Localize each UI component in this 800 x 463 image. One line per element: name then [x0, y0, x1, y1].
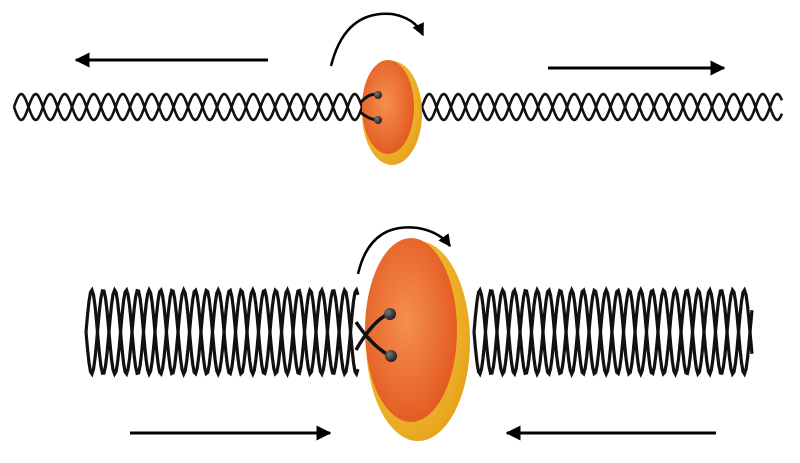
top-bead-upper	[374, 91, 382, 99]
top-left-dna-helix	[12, 92, 364, 122]
dna-strand-2	[84, 285, 360, 379]
dna-strand-2	[12, 92, 364, 122]
dna-strand-1	[420, 92, 784, 122]
top-right-dna-helix	[420, 92, 784, 122]
top-panel	[12, 12, 784, 165]
top-bead-lower	[374, 116, 382, 124]
top-clockwise-rotation-arrow-icon	[329, 12, 425, 67]
bottom-clockwise-rotation-arrow-icon	[356, 226, 452, 275]
bottom-enzyme-icon	[354, 238, 470, 441]
top-enzyme-icon	[358, 60, 422, 165]
bottom-right-dna-helix	[472, 285, 754, 379]
bottom-left-dna-helix	[84, 285, 360, 379]
dna-strand-2	[472, 285, 754, 379]
dna-strand-2	[420, 92, 784, 122]
bottom-bead-lower	[385, 350, 397, 362]
bottom-bead-upper	[384, 308, 396, 320]
bottom-panel	[84, 226, 754, 441]
